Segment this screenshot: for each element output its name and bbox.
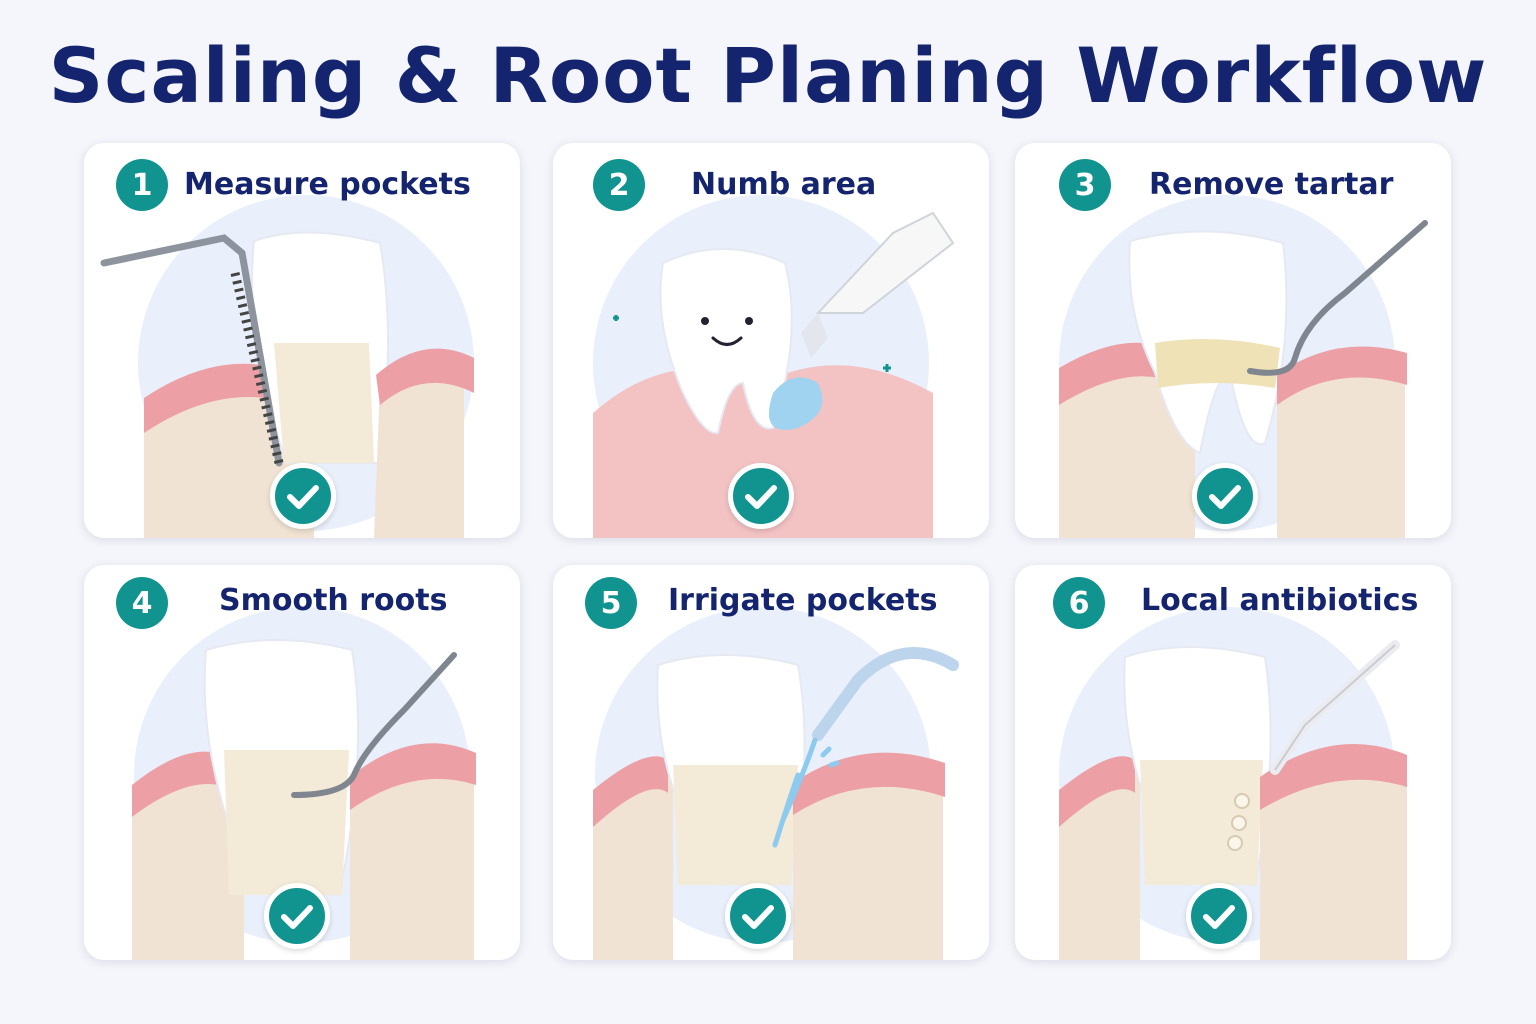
step-label: Local antibiotics [1141,583,1419,618]
step-number-badge: 1 [116,159,168,211]
check-icon [264,883,330,949]
step-card-5: 5 Irrigate pockets [553,565,989,960]
step-number-badge: 2 [593,159,645,211]
step-card-1: 1 Measure pockets [84,143,520,538]
check-icon [728,463,794,529]
check-icon [1186,883,1252,949]
antibiotic-applicator-icon [1059,607,1407,960]
step-label: Smooth roots [219,583,448,618]
irrigation-tip-icon [593,607,959,960]
step-label: Irrigate pockets [668,583,938,618]
check-icon [725,883,791,949]
step-label: Numb area [691,167,877,202]
curette-icon [132,607,476,960]
step-number-badge: 5 [585,577,637,629]
step-card-6: 6 Local antibiotics [1015,565,1451,960]
page-title: Scaling & Root Planing Workflow [48,31,1488,120]
check-icon [270,463,336,529]
step-label: Remove tartar [1149,167,1394,202]
step-card-4: 4 Smooth roots [84,565,520,960]
step-card-2: 2 Numb area [553,143,989,538]
step-number-badge: 3 [1059,159,1111,211]
step-number-badge: 4 [116,577,168,629]
step-label: Measure pockets [184,167,471,202]
scaler-icon [1059,195,1428,538]
step-number-badge: 6 [1053,577,1105,629]
step-card-3: 3 Remove tartar [1015,143,1451,538]
periodontal-probe-icon [100,195,474,538]
anesthetic-gel-icon [593,195,955,538]
check-icon [1192,463,1258,529]
